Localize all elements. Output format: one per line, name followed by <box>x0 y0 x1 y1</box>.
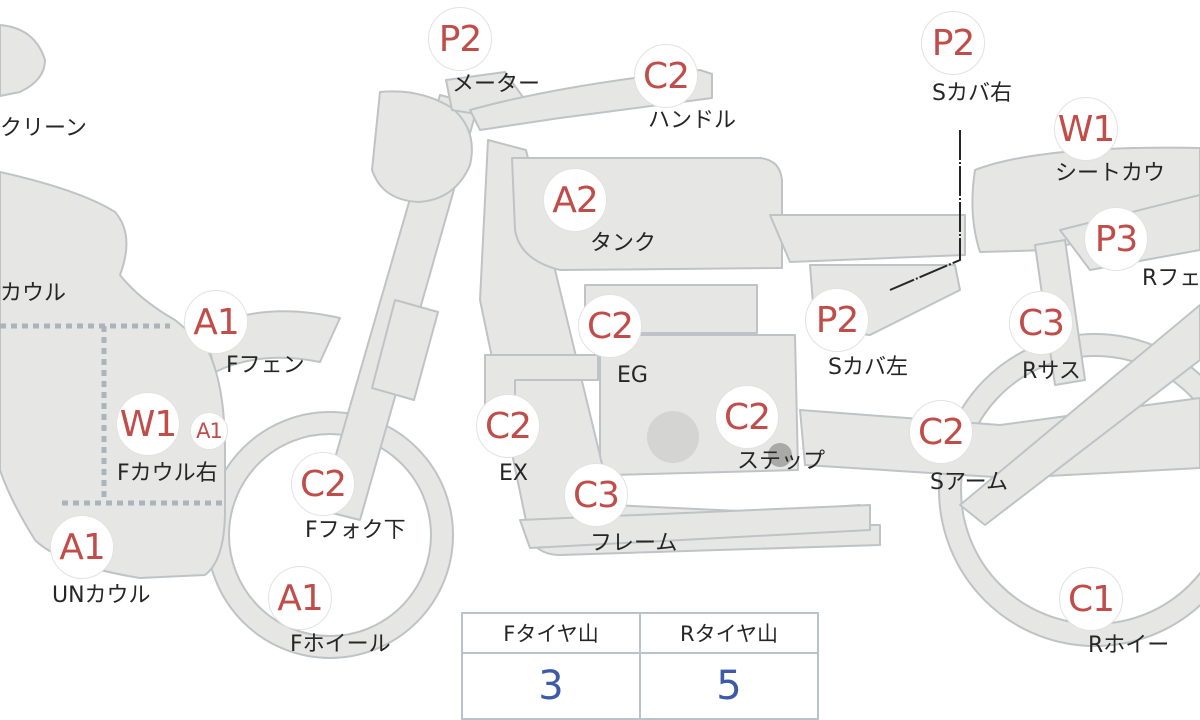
frame-damage-badge: C3 <box>564 463 628 527</box>
front-cowl-right-damage-badge: W1 <box>116 392 180 456</box>
side-cover-leader <box>889 130 961 291</box>
front-fender-label: Fフェン <box>226 353 305 378</box>
step-left-shape <box>768 443 792 467</box>
headlamp-shape <box>371 90 473 203</box>
seat-shape <box>769 214 966 263</box>
rear-wheel-label: Rホイー <box>1088 633 1170 658</box>
rear-suspension-damage-badge: C3 <box>1009 291 1073 355</box>
rear-frame-stay <box>959 304 1200 526</box>
side-cover-left-damage-badge: P2 <box>805 288 869 352</box>
side-cover-right-damage-badge: P2 <box>921 11 985 75</box>
under-cowl-damage-badge: A1 <box>50 515 114 579</box>
tire-tread-table: Fタイヤ山 Rタイヤ山 3 5 <box>461 612 819 720</box>
front-fork-upper <box>371 299 439 401</box>
exhaust-damage-badge: C2 <box>476 394 540 458</box>
swing-arm-label: Sアーム <box>930 470 1008 495</box>
tank-damage-badge: A2 <box>543 168 607 232</box>
step-label: ステップ <box>737 449 826 474</box>
seat-cowl-label: シートカウ <box>1055 161 1166 186</box>
screen-label: クリーン <box>0 116 87 141</box>
lower-frame-shape <box>519 504 871 549</box>
rear-wheel-inner <box>940 335 1200 645</box>
rear-suspension-label: Rサス <box>1022 359 1081 384</box>
rear-fender-label: Rフェ <box>1142 266 1200 291</box>
handle-label: ハンドル <box>648 108 737 133</box>
meter-label: メーター <box>452 72 541 97</box>
cowl-label: カウル <box>0 281 67 306</box>
front-cowl-right-secondary-badge: A1 <box>190 412 228 450</box>
front-fender-damage-badge: A1 <box>184 290 248 354</box>
front-fork-lower-label: Fフォク下 <box>305 518 406 543</box>
front-tire-value: 3 <box>461 652 641 720</box>
seat-cowl-damage-badge: W1 <box>1054 97 1118 161</box>
side-cover-left-label: Sカバ左 <box>828 355 908 380</box>
seat-cowl-shape <box>971 146 1200 253</box>
swing-arm-shape <box>799 397 1200 479</box>
front-fork-lower-damage-badge: C2 <box>291 452 355 516</box>
front-cowl-right-label: Fカウル右 <box>117 461 218 486</box>
screen-shape <box>0 24 46 97</box>
front-tire-header: Fタイヤ山 <box>461 612 641 654</box>
step-damage-badge: C2 <box>715 385 779 449</box>
engine-damage-badge: C2 <box>578 294 642 358</box>
frame-label: フレーム <box>590 531 678 556</box>
front-cowl-shape <box>0 171 226 579</box>
under-cowl-label: UNカウル <box>52 583 151 608</box>
rear-tire-header: Rタイヤ山 <box>639 612 819 654</box>
front-wheel-label: Fホイール <box>290 632 391 657</box>
swing-arm-damage-badge: C2 <box>909 400 973 464</box>
tank-label: タンク <box>590 231 657 256</box>
rear-wheel-damage-badge: C1 <box>1059 567 1123 631</box>
rear-fender-damage-badge: P3 <box>1084 207 1148 271</box>
side-cover-right-label: Sカバ右 <box>932 81 1012 106</box>
handle-damage-badge: C2 <box>634 44 698 108</box>
engine-cover <box>647 411 699 463</box>
exhaust-label: EX <box>499 461 528 486</box>
front-wheel-damage-badge: A1 <box>268 566 332 630</box>
engine-label: EG <box>617 363 648 388</box>
rear-tire-value: 5 <box>639 652 819 720</box>
meter-damage-badge: P2 <box>428 7 492 71</box>
